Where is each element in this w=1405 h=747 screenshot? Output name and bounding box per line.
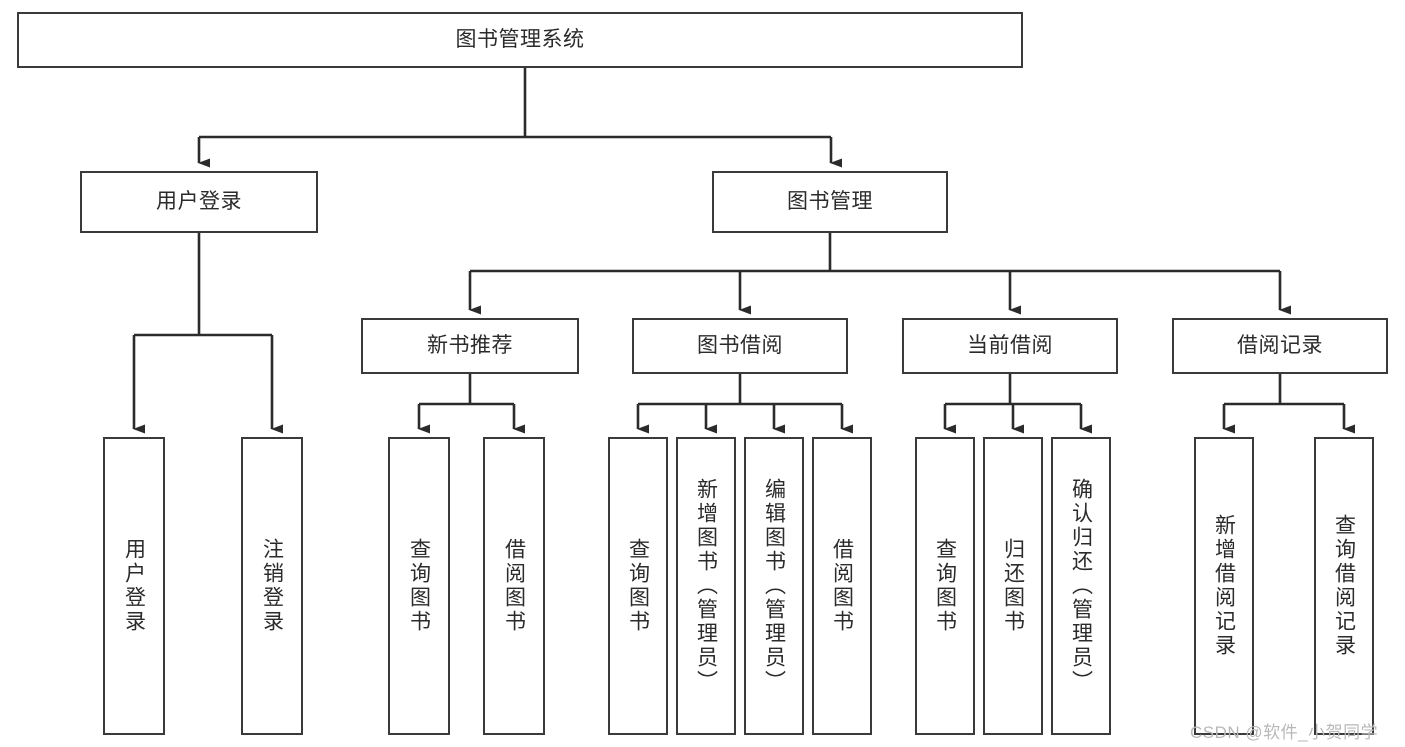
node-label: 确认归还（管理员） [1069,478,1093,694]
node-book-borrow[interactable]: 图书借阅 [632,318,848,374]
node-leaf-user-logout[interactable]: 注销登录 [241,437,303,735]
node-label: 借阅记录 [1237,334,1323,358]
node-label: 用户登录 [156,190,242,214]
node-label: 注销登录 [260,538,284,634]
node-label: 用户登录 [122,538,146,634]
node-new-book-recommend[interactable]: 新书推荐 [361,318,579,374]
node-leaf-query-book-rec[interactable]: 查询图书 [388,437,450,735]
node-leaf-borrow-book-rec[interactable]: 借阅图书 [483,437,545,735]
node-leaf-return-book[interactable]: 归还图书 [983,437,1043,735]
node-leaf-add-book-admin[interactable]: 新增图书（管理员） [676,437,736,735]
node-leaf-user-login[interactable]: 用户登录 [103,437,165,735]
node-borrow-record[interactable]: 借阅记录 [1172,318,1388,374]
node-current-borrow[interactable]: 当前借阅 [902,318,1118,374]
node-label: 归还图书 [1001,538,1025,634]
node-label: 查询图书 [933,538,957,634]
node-leaf-query-book-borrow[interactable]: 查询图书 [608,437,668,735]
node-label: 当前借阅 [967,334,1053,358]
node-label: 图书管理系统 [455,28,585,52]
node-leaf-query-borrow-record[interactable]: 查询借阅记录 [1314,437,1374,735]
node-label: 查询借阅记录 [1332,514,1356,658]
node-label: 新增图书（管理员） [694,478,718,694]
node-label: 图书借阅 [697,334,783,358]
node-leaf-confirm-return-admin[interactable]: 确认归还（管理员） [1051,437,1111,735]
node-leaf-add-borrow-record[interactable]: 新增借阅记录 [1194,437,1254,735]
node-label: 查询图书 [407,538,431,634]
node-label: 编辑图书（管理员） [762,478,786,694]
node-user-login[interactable]: 用户登录 [80,171,318,233]
node-label: 借阅图书 [830,538,854,634]
node-label: 查询图书 [626,538,650,634]
node-leaf-edit-book-admin[interactable]: 编辑图书（管理员） [744,437,804,735]
node-book-manage[interactable]: 图书管理 [712,171,948,233]
node-label: 借阅图书 [502,538,526,634]
node-leaf-borrow-book[interactable]: 借阅图书 [812,437,872,735]
node-label: 新增借阅记录 [1212,514,1236,658]
node-label: 新书推荐 [427,334,513,358]
node-leaf-query-book-current[interactable]: 查询图书 [915,437,975,735]
node-root-system[interactable]: 图书管理系统 [17,12,1023,68]
node-label: 图书管理 [787,190,873,214]
